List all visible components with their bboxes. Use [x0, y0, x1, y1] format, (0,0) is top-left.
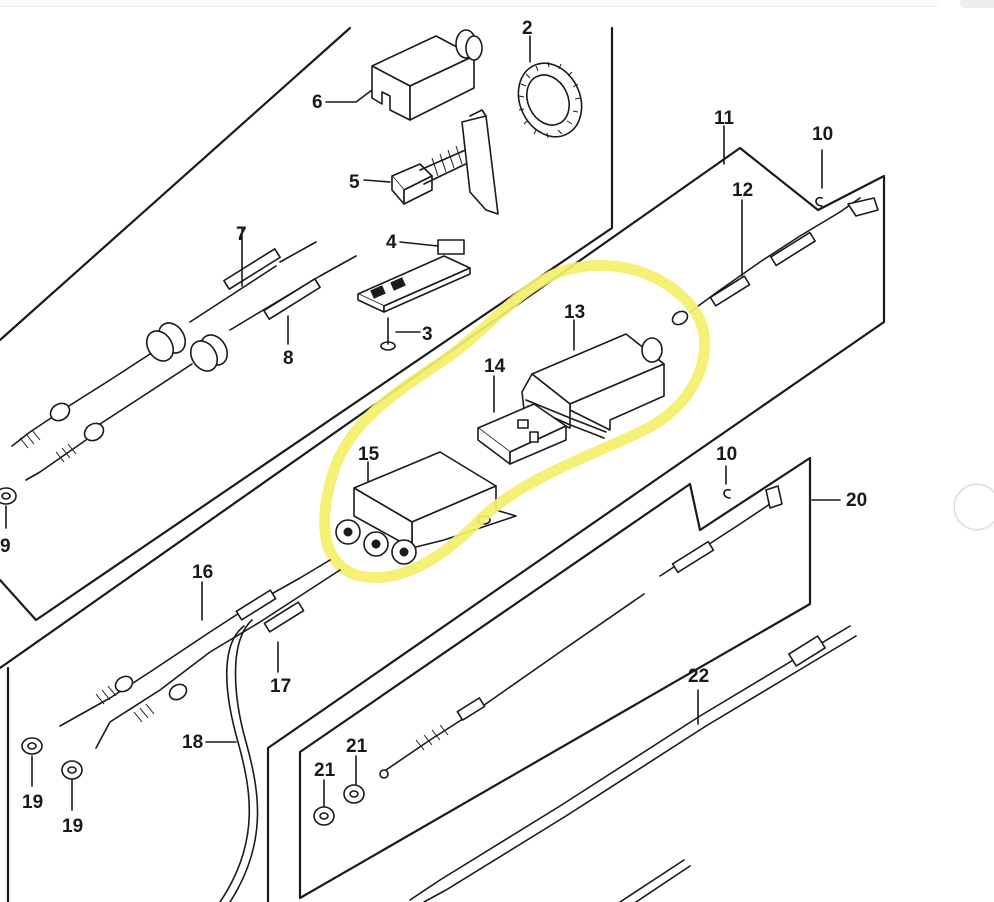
callout-14: 14	[484, 356, 506, 377]
part-20-cable	[379, 485, 841, 779]
callout-7: 7	[236, 224, 247, 245]
part-4-circuit-board	[357, 239, 471, 313]
callout-20: 20	[846, 490, 867, 511]
callout-18: 18	[182, 732, 203, 753]
panel-middle	[0, 146, 886, 902]
part-21-nut-b	[313, 779, 335, 826]
part-8-cable	[25, 255, 357, 481]
part-2-knurled-nut	[517, 35, 583, 139]
callout-19-b: 19	[62, 816, 83, 837]
callout-2: 2	[522, 18, 533, 39]
part-10-clip-lower	[723, 465, 731, 499]
callout-21-a: 21	[346, 736, 368, 757]
callout-11: 11	[714, 108, 735, 129]
part-13-connector	[521, 319, 665, 439]
callout-13: 13	[564, 302, 585, 323]
part-3-screw	[380, 317, 421, 351]
viewer-top-bar	[0, 0, 940, 7]
callout-17: 17	[270, 676, 291, 697]
highlight-ring	[319, 259, 711, 583]
part-18-cable	[205, 619, 259, 902]
part-12-cable	[671, 197, 879, 326]
part-7-cable	[11, 227, 317, 449]
callout-5: 5	[349, 172, 360, 193]
part-14-small-connector	[477, 375, 567, 465]
part-17-cable	[95, 569, 341, 749]
panel-upper	[0, 26, 614, 622]
callout-15: 15	[358, 444, 380, 465]
callout-4: 4	[386, 232, 397, 253]
part-5-lever-switch	[363, 109, 499, 215]
part-10-clip-upper	[815, 149, 823, 207]
part-16-cable	[59, 559, 331, 727]
callout-8: 8	[283, 348, 294, 369]
callout-9: 9	[0, 536, 11, 557]
part-22-cable	[409, 625, 857, 902]
callout-22: 22	[688, 666, 709, 687]
callout-10-upper: 10	[812, 124, 833, 145]
callout-10-lower: 10	[716, 444, 737, 465]
callout-6: 6	[312, 92, 323, 113]
part-19-nut-b	[61, 760, 83, 811]
scroll-knob[interactable]	[954, 484, 994, 530]
callout-21-b: 21	[314, 760, 336, 781]
panel-lower	[298, 456, 812, 900]
viewer-top-tab	[960, 0, 994, 8]
part-15-plug	[335, 451, 517, 565]
part-6-switch	[325, 29, 483, 121]
part-21-nut-a	[343, 755, 365, 804]
callout-19-a: 19	[22, 792, 43, 813]
part-9-nut	[0, 487, 17, 529]
callout-16: 16	[192, 562, 213, 583]
part-19-nut-a	[21, 737, 43, 787]
callout-3: 3	[422, 324, 433, 345]
callout-12: 12	[732, 180, 753, 201]
